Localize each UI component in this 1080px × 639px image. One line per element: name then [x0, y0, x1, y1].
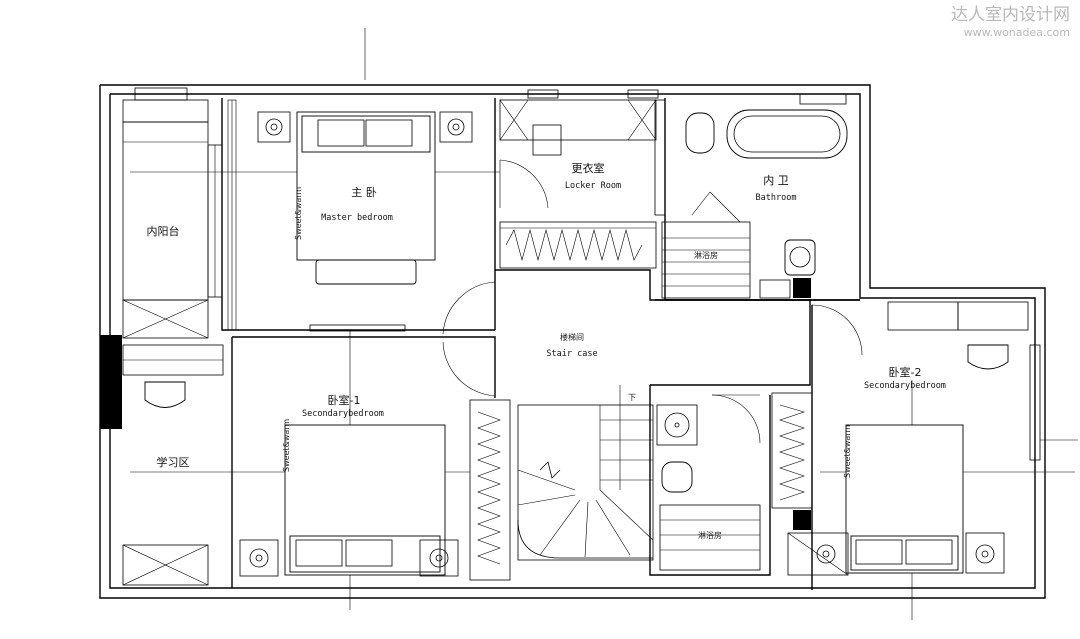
master-bedroom: Sweet&warm 主 卧 Master bedroom: [221, 98, 496, 332]
small-bathroom: 淋浴房: [649, 385, 771, 576]
secondary-bedroom-2: Sweet&warm 卧室-2 Secondarybedroom: [771, 301, 1041, 590]
stair-case: 楼梯间 Stair case 下: [442, 269, 863, 561]
balcony-area: 内阳台: [122, 87, 223, 339]
room-label-sec2-cn: 卧室-2: [889, 365, 922, 379]
room-label-bath-en: Bathroom: [756, 193, 797, 203]
bed-tag-master: Sweet&warm: [294, 187, 303, 240]
locker-room: 更衣室 Locker Room: [499, 89, 666, 269]
room-label-master-cn: 主 卧: [351, 186, 377, 199]
bathroom: 淋浴房 内 卫 Bathroom: [661, 93, 860, 301]
bed-tag-sec1: Sweet&warm: [282, 419, 291, 472]
room-label-bath-cn: 内 卫: [763, 173, 789, 187]
room-label-balcony: 内阳台: [147, 224, 180, 238]
room-label-sec2-en: Secondarybedroom: [864, 381, 946, 391]
watermark-title: 达人室内设计网: [951, 5, 1070, 25]
room-label-locker-en: Locker Room: [565, 181, 621, 191]
room-label-sec1-cn: 卧室-1: [328, 393, 361, 407]
secondary-bedroom-1: Sweet&warm 卧室-1 Secondarybedroom: [231, 336, 511, 588]
room-label-shower-2: 淋浴房: [698, 530, 722, 540]
outer-walls: [99, 84, 1046, 599]
room-label-shower-1: 淋浴房: [694, 250, 718, 260]
room-label-master-en: Master bedroom: [321, 213, 393, 223]
bed-tag-sec2: Sweet&warm: [843, 425, 852, 478]
room-label-stair-en: Stair case: [546, 349, 597, 359]
column-block: [100, 335, 122, 429]
room-label-study: 学习区: [157, 455, 190, 469]
room-label-sec1-en: Secondarybedroom: [302, 409, 384, 419]
stair-down-label: 下: [628, 393, 636, 402]
room-label-stair-cn: 楼梯间: [560, 332, 584, 342]
room-label-locker-cn: 更衣室: [572, 161, 605, 175]
watermark-url: www.wonadea.com: [964, 26, 1070, 39]
study-area: 学习区: [122, 344, 224, 586]
